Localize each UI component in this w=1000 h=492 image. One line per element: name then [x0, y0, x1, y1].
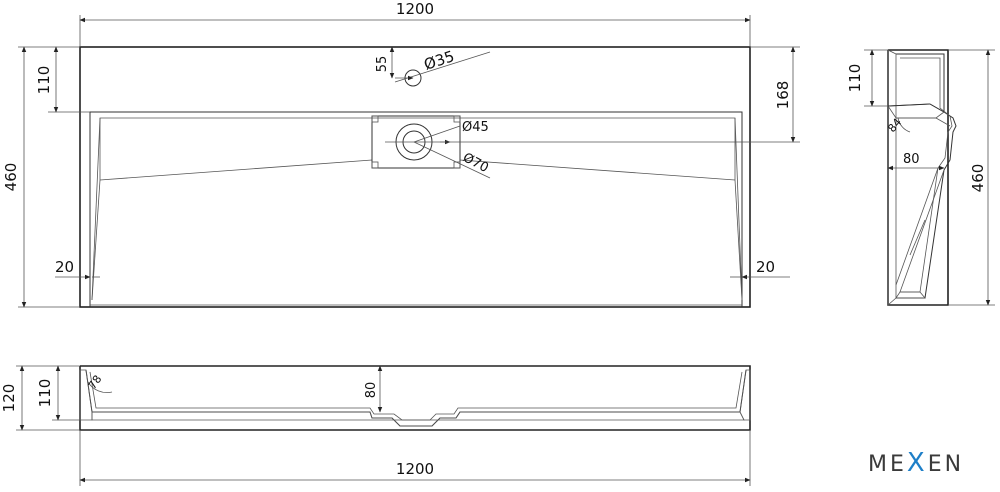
dim-faucet-diameter: Ø35	[422, 47, 457, 74]
logo-text-end: EN	[927, 452, 965, 477]
dim-height-total: 460	[2, 163, 20, 192]
front-view	[16, 365, 751, 486]
dim-wall-right: 20	[756, 258, 775, 276]
side-view	[864, 49, 995, 306]
dim-drain-outer: Ø70	[460, 150, 491, 176]
logo-mark: X	[906, 448, 928, 478]
dim-side-height: 460	[969, 164, 987, 193]
dim-height-top: 110	[35, 66, 53, 95]
dim-wall-left: 20	[55, 258, 74, 276]
mexen-logo: MEXEN	[868, 448, 964, 478]
dim-bottom-width: 1200	[396, 460, 434, 478]
dim-side-top: 110	[846, 64, 864, 93]
dim-side-depth: 80	[903, 152, 920, 167]
dim-front-depth: 80	[364, 382, 379, 399]
dim-front-inner: 110	[36, 379, 54, 408]
dim-faucet-offset: 55	[375, 56, 390, 73]
logo-text-start: ME	[868, 452, 907, 477]
dim-drain-inner: Ø45	[462, 120, 489, 135]
top-view	[18, 15, 800, 308]
dim-front-height: 120	[0, 384, 18, 413]
dim-drain-depth: 168	[774, 81, 792, 110]
dim-top-width: 1200	[396, 0, 434, 18]
